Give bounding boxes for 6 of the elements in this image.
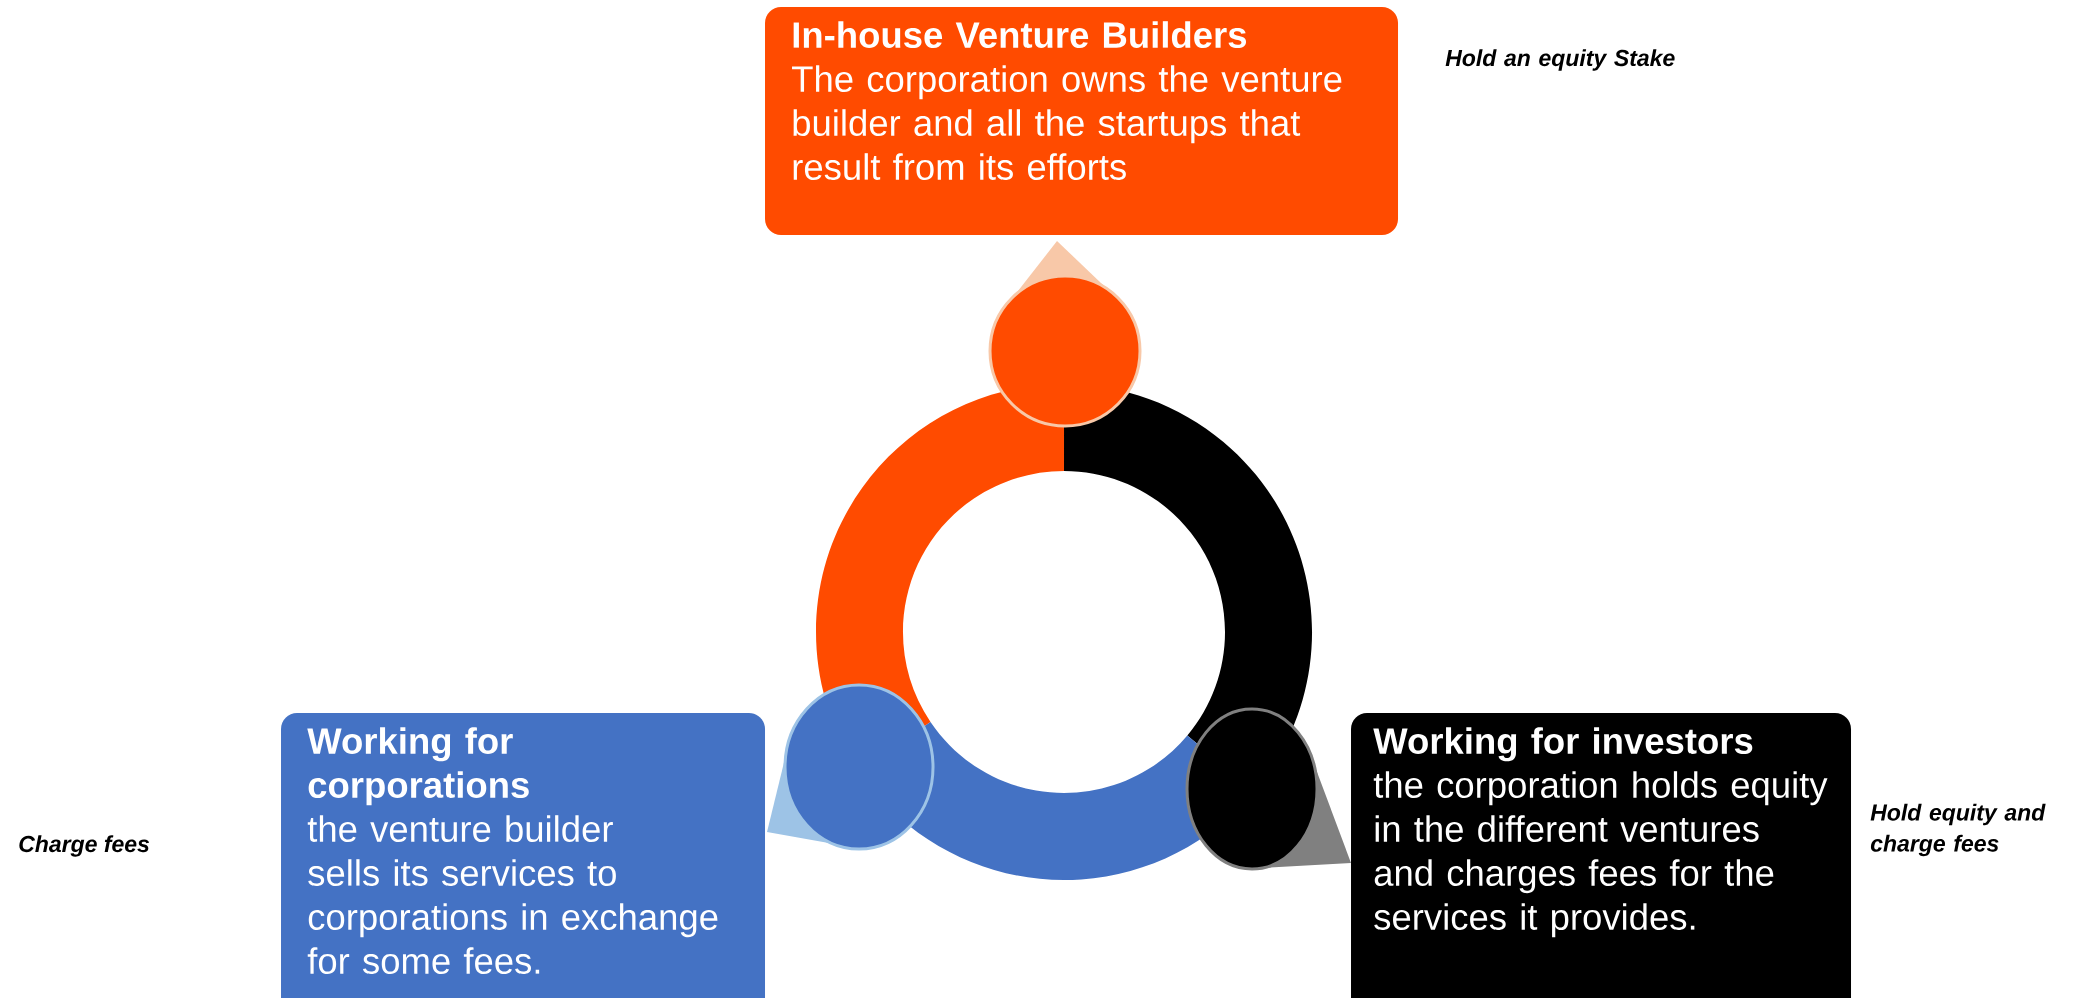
- side-note: Charge fees: [19, 835, 150, 857]
- text-box: Working for investors the corporation holds equity in the different ventures and charges fees for the services it provides.: [1351, 713, 1851, 998]
- text-box: Working for corporations the venture builder sells its services to corporations in exchange for some fees.: [281, 713, 765, 998]
- side-note: Hold equity and charge fees: [1870, 803, 2046, 857]
- side-note: Hold an equity Stake: [1445, 49, 1675, 71]
- text-box: In-house Venture Builders The corporation owns the venture builder and all the startups that result from its efforts: [765, 7, 1398, 235]
